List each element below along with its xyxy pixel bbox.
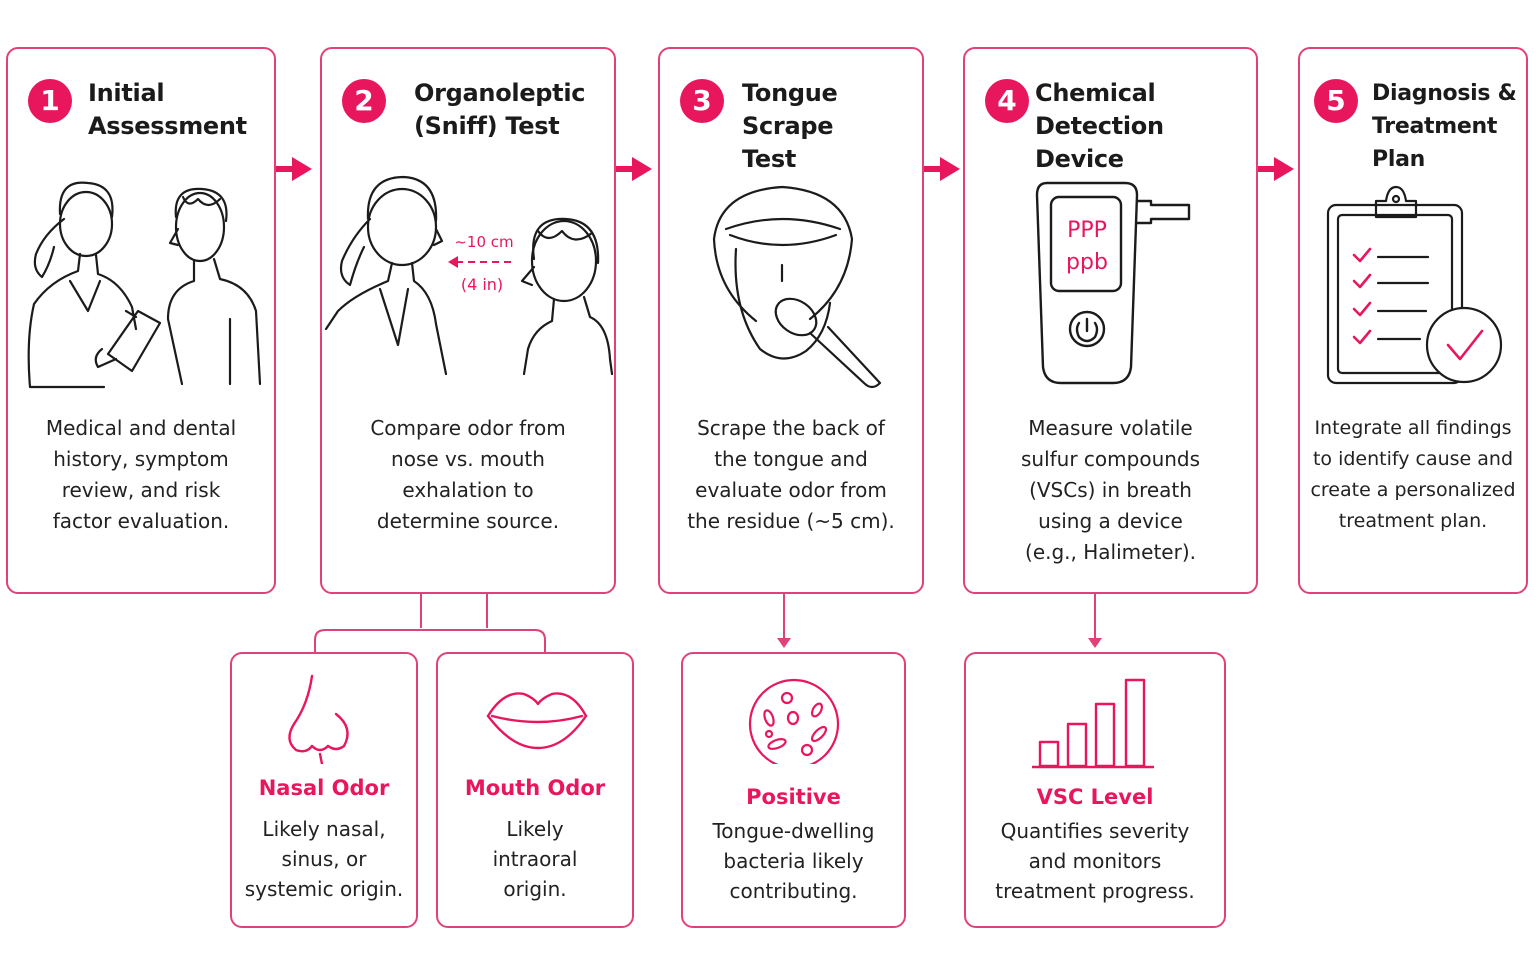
outcome-description: Likely intraoral origin. bbox=[492, 817, 578, 901]
outcome-title: Positive bbox=[746, 785, 841, 809]
step-number-badge: 5 bbox=[1314, 79, 1358, 123]
step-description: Compare odor from nose vs. mouth exhalat… bbox=[370, 416, 566, 533]
step-title: Organoleptic (Sniff) Test bbox=[414, 79, 586, 140]
step-card-2: 2 Organoleptic (Sniff) Test ~10 cm (4 in… bbox=[320, 47, 616, 594]
outcome-card-vsc-level: VSC Level Quantifies severity and monito… bbox=[964, 652, 1226, 928]
device-display-unit-2: ppb bbox=[1066, 250, 1108, 275]
device-display-unit-1: PPP bbox=[1067, 218, 1107, 243]
step-title: Tongue Scrape Test bbox=[742, 79, 838, 173]
step-description: Measure volatile sulfur compounds (VSCs)… bbox=[1020, 416, 1201, 564]
arrow-2-3 bbox=[616, 157, 652, 181]
arrow-4-5 bbox=[1258, 157, 1294, 181]
step-card-3: 3 Tongue Scrape Test Scrape the back of … bbox=[658, 47, 924, 594]
step-title: Initial Assessment bbox=[88, 79, 247, 140]
distance-label-inches: (4 in) bbox=[461, 275, 503, 294]
sniff-test-icon: ~10 cm (4 in) bbox=[324, 175, 614, 376]
outcome-description: Tongue-dwelling bacteria likely contribu… bbox=[712, 819, 875, 903]
step-description: Integrate all findings to identify cause… bbox=[1310, 417, 1516, 532]
branch-connector-step2 bbox=[314, 594, 546, 652]
step-title: Diagnosis & Treatment Plan bbox=[1372, 81, 1517, 172]
outcome-card-mouth-odor: Mouth Odor Likely intraoral origin. bbox=[436, 652, 634, 928]
tongue-scraper-icon bbox=[712, 185, 882, 389]
step-number-badge: 1 bbox=[28, 79, 72, 123]
outcome-title: Nasal Odor bbox=[258, 776, 390, 800]
step-card-4: 4 Chemical Detection Device PPP ppb Meas… bbox=[963, 47, 1258, 594]
step-description: Medical and dental history, symptom revi… bbox=[45, 416, 237, 533]
step-description: Scrape the back of the tongue and evalua… bbox=[687, 416, 895, 533]
step-title: Chemical Detection Device bbox=[1035, 79, 1164, 173]
outcome-card-positive: Positive Tongue-dwelling bacteria likely… bbox=[681, 652, 906, 928]
distance-label: ~10 cm bbox=[454, 233, 513, 251]
doctor-patient-icon bbox=[27, 181, 262, 389]
outcome-card-nasal-odor: Nasal Odor Likely nasal, sinus, or syste… bbox=[230, 652, 418, 928]
outcome-description: Likely nasal, sinus, or systemic origin. bbox=[244, 817, 404, 901]
outcome-title: Mouth Odor bbox=[464, 776, 606, 800]
nose-icon bbox=[288, 674, 349, 764]
outcome-title: VSC Level bbox=[1036, 785, 1154, 809]
arrow-3-4 bbox=[924, 157, 960, 181]
outcome-description: Quantifies severity and monitors treatme… bbox=[995, 819, 1195, 903]
step-number-badge: 4 bbox=[985, 79, 1029, 123]
step-card-5: 5 Diagnosis & Treatment Plan Integrate a… bbox=[1298, 47, 1528, 594]
step-card-1: 1 Initial Assessment Medical and dental … bbox=[6, 47, 276, 594]
step-number-badge: 2 bbox=[342, 79, 386, 123]
lips-icon bbox=[486, 692, 588, 750]
step-number-badge: 3 bbox=[680, 79, 724, 123]
halimeter-icon: PPP ppb bbox=[1035, 181, 1191, 385]
arrow-1-2 bbox=[276, 157, 312, 181]
bar-chart-icon bbox=[1032, 678, 1154, 769]
clipboard-check-icon bbox=[1326, 185, 1503, 385]
bacteria-icon bbox=[748, 678, 840, 764]
